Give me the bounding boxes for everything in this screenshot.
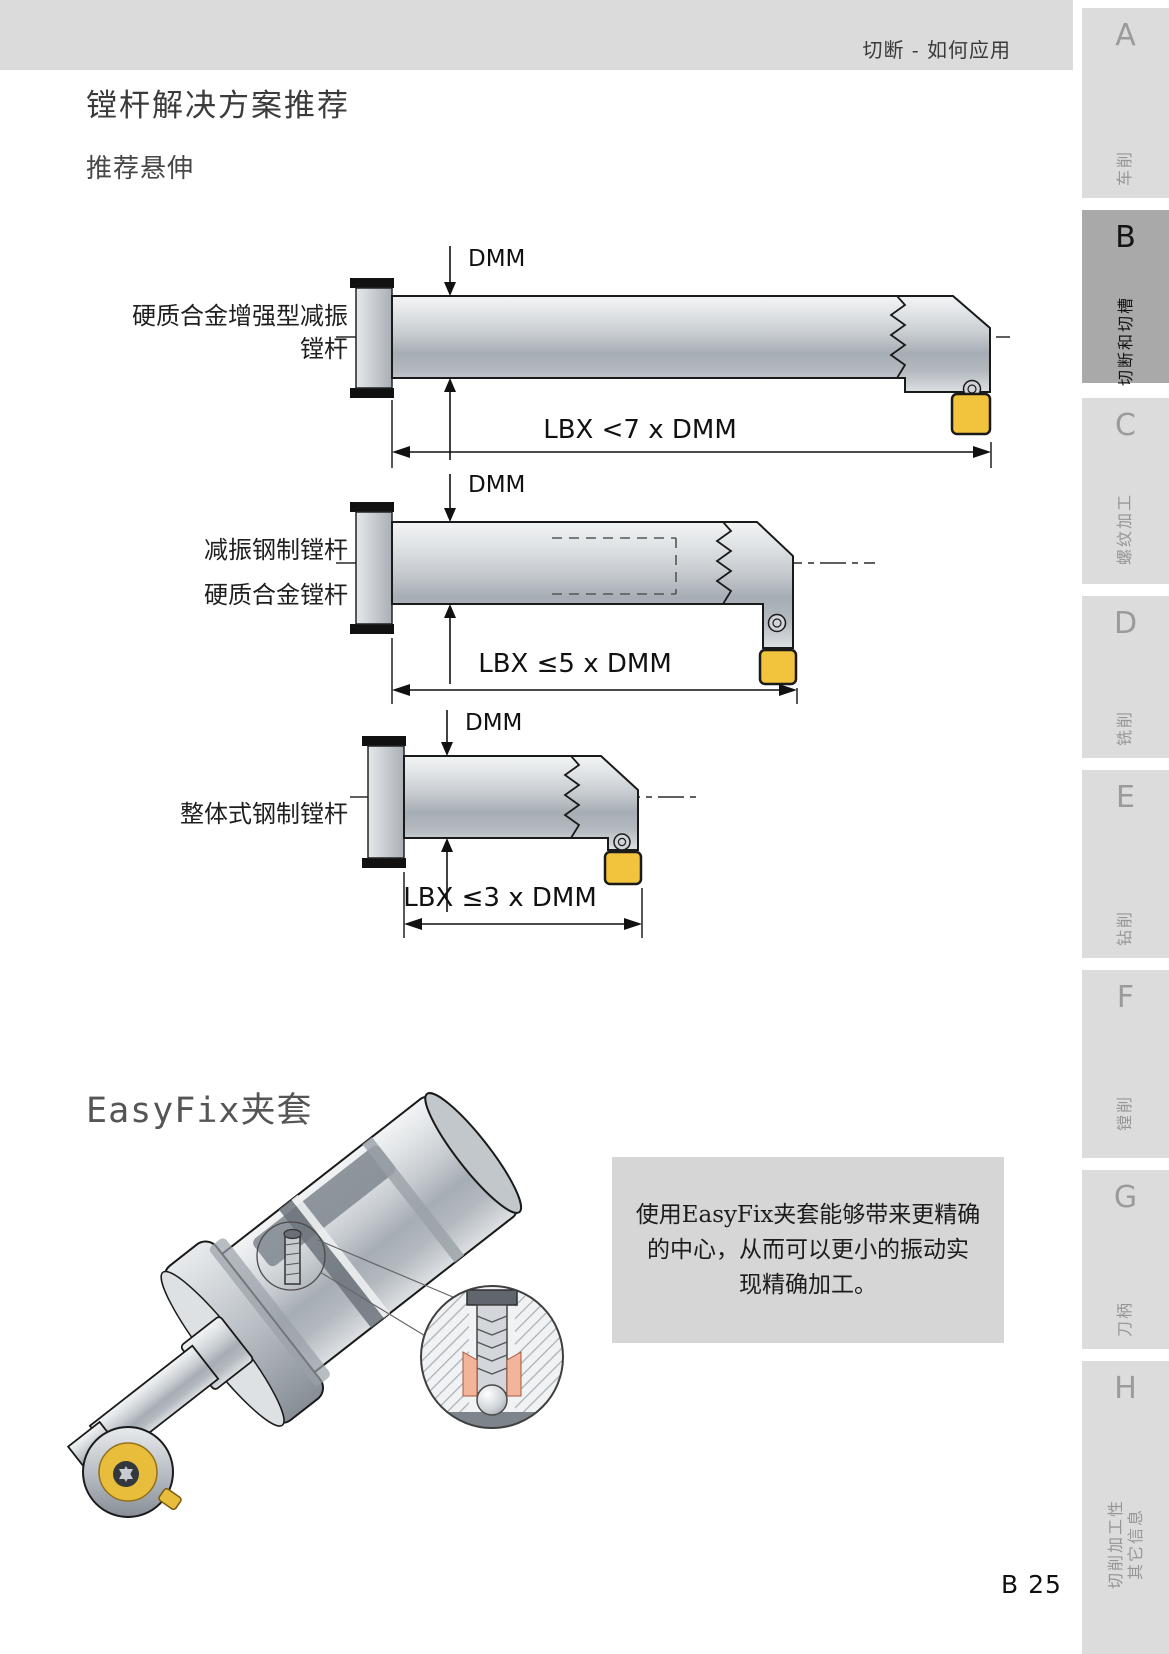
cutting-insert bbox=[950, 392, 992, 436]
diagram-carbide-reinforced-bar: 硬质合金增强型减振 镗杆 DMM LBX <7 x DMM bbox=[132, 246, 1010, 468]
bar-label-line1: 减振钢制镗杆 bbox=[204, 536, 348, 564]
page-title: 镗杆解决方案推荐 bbox=[86, 88, 350, 124]
easyfix-illustration bbox=[66, 1092, 564, 1518]
bar-label-line2: 镗杆 bbox=[300, 335, 348, 363]
tab-letter: A bbox=[1115, 18, 1136, 53]
damped-joint-serration bbox=[563, 755, 581, 839]
lbx-label: LBX ≤3 x DMM bbox=[403, 883, 597, 913]
lbx-label: LBX <7 x DMM bbox=[543, 415, 737, 445]
tab-label: 刀柄 bbox=[1115, 1300, 1135, 1338]
detail-cutaway bbox=[420, 1285, 564, 1429]
easyfix-set-screw bbox=[283, 1228, 302, 1285]
tab-milling[interactable]: D 铣削 bbox=[1082, 596, 1169, 758]
seat-right bbox=[506, 1351, 522, 1397]
damped-joint-serration bbox=[715, 521, 733, 605]
cutting-insert bbox=[603, 850, 643, 886]
note-line: 现精确加工。 bbox=[739, 1271, 877, 1298]
clamp-screw bbox=[613, 833, 631, 851]
tab-turning[interactable]: A 车削 bbox=[1082, 8, 1169, 198]
dmm-arrow-down bbox=[444, 282, 456, 296]
tab-letter: C bbox=[1115, 408, 1136, 443]
tab-machinability-info[interactable]: H 切削加工性 其它信息 bbox=[1082, 1361, 1169, 1654]
clamp-cap bbox=[350, 278, 394, 288]
section-subtitle: 推荐悬伸 bbox=[86, 154, 195, 184]
bar-label-line2: 硬质合金镗杆 bbox=[204, 581, 348, 609]
clamp-cap bbox=[350, 624, 394, 634]
tab-label: 钻削 bbox=[1115, 909, 1135, 947]
clamp-cap bbox=[362, 736, 406, 746]
boring-bar-body bbox=[391, 521, 794, 649]
tab-boring[interactable]: F 镗削 bbox=[1082, 970, 1169, 1158]
dmm-arrow-down bbox=[441, 742, 453, 756]
easyfix-heading: EasyFix夹套 bbox=[86, 1091, 313, 1131]
clamp-block bbox=[355, 287, 393, 389]
cutting-head bbox=[82, 1426, 182, 1518]
tab-letter: H bbox=[1114, 1371, 1137, 1406]
tab-parting-grooving[interactable]: B 切断和切槽 bbox=[1082, 210, 1169, 387]
tab-label: 铣削 bbox=[1115, 709, 1135, 747]
tab-letter: B bbox=[1115, 220, 1136, 255]
lbx-label: LBX ≤5 x DMM bbox=[478, 649, 672, 679]
bar-label-line1: 硬质合金增强型减振 bbox=[132, 302, 348, 330]
insert-tip bbox=[158, 1487, 182, 1511]
diagram-solid-steel-bar: 整体式钢制镗杆 DMM LBX ≤3 x DMM bbox=[180, 710, 700, 938]
tab-label: 切削加工性 其它信息 bbox=[1105, 1498, 1145, 1590]
tab-label: 螺纹加工 bbox=[1115, 492, 1135, 566]
tab-label: 镗削 bbox=[1115, 1094, 1135, 1132]
clamp-block bbox=[367, 745, 405, 859]
locking-ball bbox=[476, 1384, 508, 1416]
note-line: 使用EasyFix夹套能够带来更精确 bbox=[635, 1201, 981, 1228]
clamp-cap bbox=[350, 502, 394, 512]
leader-line bbox=[319, 1271, 428, 1338]
dmm-label: DMM bbox=[465, 710, 522, 736]
tab-letter: F bbox=[1116, 980, 1135, 1015]
boring-bar-body bbox=[391, 295, 991, 393]
damped-joint-serration bbox=[889, 295, 907, 379]
clamp-cap bbox=[350, 388, 394, 398]
dmm-arrow-down bbox=[444, 508, 456, 522]
tab-label: 车削 bbox=[1115, 149, 1135, 187]
dmm-label: DMM bbox=[468, 472, 525, 498]
tab-letter: G bbox=[1113, 1180, 1138, 1215]
tab-threading[interactable]: C 螺纹加工 bbox=[1082, 398, 1169, 584]
dmm-arrow-up bbox=[444, 378, 456, 392]
breadcrumb: 切断 - 如何应用 bbox=[862, 38, 1011, 62]
cutting-insert bbox=[758, 648, 798, 686]
dmm-arrow-up bbox=[444, 604, 456, 618]
clamp-screw bbox=[767, 613, 787, 633]
page-header: 切断 - 如何应用 bbox=[0, 0, 1073, 70]
bar-label-line1: 整体式钢制镗杆 bbox=[180, 800, 348, 828]
note-line: 的中心，从而可以更小的振动实 bbox=[647, 1236, 969, 1263]
dmm-arrow-up bbox=[441, 838, 453, 852]
boring-bar-body bbox=[403, 755, 639, 851]
tab-drilling[interactable]: E 钻削 bbox=[1082, 770, 1169, 958]
clamp-cap bbox=[362, 858, 406, 868]
page-number: B 25 bbox=[1001, 1570, 1062, 1599]
tab-letter: D bbox=[1113, 606, 1138, 641]
leader-line bbox=[317, 1239, 461, 1301]
easyfix-note-box: 使用EasyFix夹套能够带来更精确 的中心，从而可以更小的振动实 现精确加工。 bbox=[612, 1157, 1004, 1343]
diagram-steel-damped-bar: 减振钢制镗杆 硬质合金镗杆 DMM LBX ≤5 x DMM bbox=[204, 472, 875, 704]
dmm-label: DMM bbox=[468, 246, 525, 272]
easyfix-sleeve bbox=[160, 1092, 523, 1427]
clamp-block bbox=[355, 511, 393, 625]
tab-toolholding[interactable]: G 刀柄 bbox=[1082, 1170, 1169, 1349]
seat-left bbox=[462, 1351, 478, 1397]
tab-letter: E bbox=[1116, 780, 1135, 815]
tab-label: 切断和切槽 bbox=[1115, 295, 1135, 387]
annotation-circle bbox=[256, 1221, 326, 1291]
